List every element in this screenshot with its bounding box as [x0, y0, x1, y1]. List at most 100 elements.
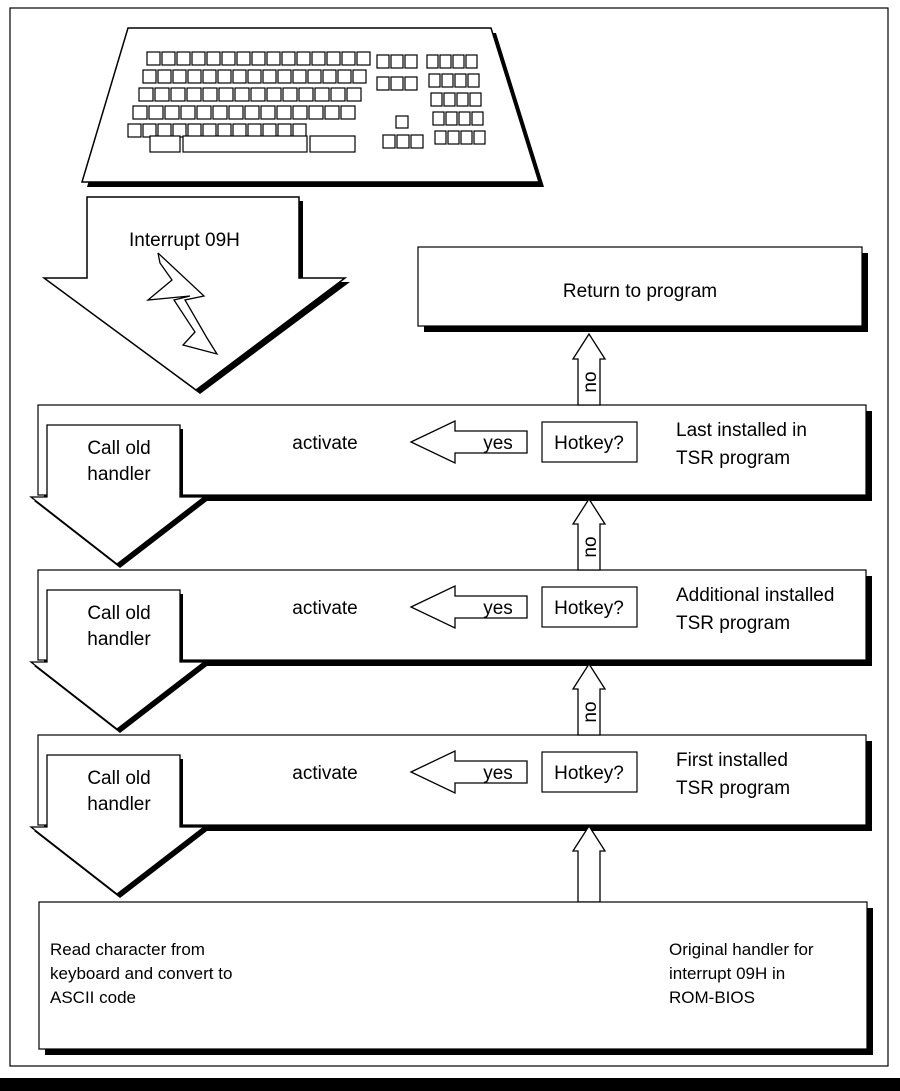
tsr-description-line-1: Last installed in	[676, 420, 807, 441]
keyboard-key	[277, 69, 292, 84]
keyboard-key	[445, 111, 458, 126]
activate-label: activate	[292, 598, 357, 619]
no-label: no	[580, 536, 601, 557]
lightning-bolt-icon	[145, 252, 219, 356]
interrupt-arrow: Interrupt 09H	[41, 196, 350, 394]
keyboard-key	[292, 105, 308, 120]
keyboard-key	[447, 130, 460, 145]
keyboard-key	[244, 105, 260, 120]
keyboard-key	[308, 105, 324, 120]
keyboard-key	[148, 105, 164, 120]
keyboard-key	[458, 111, 471, 126]
keyboard-key	[382, 134, 396, 149]
yes-label: yes	[483, 433, 513, 454]
keyboard-key	[356, 51, 371, 66]
keyboard-key	[292, 123, 307, 138]
hotkey-label: Hotkey?	[554, 763, 624, 784]
keyboard-key	[161, 51, 176, 66]
keyboard-key	[262, 69, 277, 84]
keyboard-key	[460, 130, 473, 145]
keyboard-key	[337, 69, 352, 84]
keyboard-key	[430, 92, 443, 107]
call-old-handler-line-2: handler	[87, 464, 151, 485]
keyboard-key	[146, 51, 161, 66]
keyboard-key	[251, 51, 266, 66]
keyboard-key	[473, 130, 486, 145]
keyboard-key	[439, 54, 452, 69]
keyboard-key	[247, 123, 262, 138]
keyboard-key	[410, 134, 424, 149]
keyboard-key	[247, 69, 262, 84]
keyboard-key	[469, 92, 482, 107]
keyboard-key	[234, 87, 250, 102]
keyboard-key	[376, 76, 390, 91]
keyboard-key	[330, 87, 346, 102]
no-arrow-2: no	[571, 497, 607, 571]
keyboard-key	[346, 87, 362, 102]
keyboard-key	[217, 69, 232, 84]
hotkey-box	[541, 421, 638, 463]
keyboard-key	[164, 105, 180, 120]
keyboard-illustration	[80, 27, 544, 187]
return-to-program-label: Return to program	[563, 281, 717, 302]
no-arrow-1: no	[571, 332, 607, 406]
keyboard-key	[187, 69, 202, 84]
keyboard-key	[467, 73, 480, 88]
keyboard-key	[471, 111, 484, 126]
yes-arrow	[409, 584, 528, 630]
keyboard-key	[212, 105, 228, 120]
keyboard-key	[202, 69, 217, 84]
bios-right-line-3: ROM-BIOS	[669, 988, 755, 1007]
hotkey-box	[541, 751, 638, 793]
tsr-description-line-2: TSR program	[676, 778, 790, 799]
keyboard-key	[324, 105, 340, 120]
keyboard-key	[149, 135, 181, 153]
keyboard-key	[426, 54, 439, 69]
keyboard-key	[352, 69, 367, 84]
keyboard-key	[456, 92, 469, 107]
keyboard-keys	[127, 51, 486, 153]
keyboard-key	[276, 105, 292, 120]
keyboard-key	[221, 51, 236, 66]
bios-left-line-3: ASCII code	[50, 988, 136, 1007]
keyboard-key	[266, 87, 282, 102]
tsr-description-line-2: TSR program	[676, 448, 790, 469]
keyboard-key	[180, 105, 196, 120]
interrupt-label: Interrupt 09H	[129, 230, 240, 251]
activate-label: activate	[292, 433, 357, 454]
keyboard-key	[157, 69, 172, 84]
bios-right-line-1: Original handler for	[669, 940, 814, 959]
keyboard-key	[142, 123, 157, 138]
keyboard-key	[157, 123, 172, 138]
keyboard-key	[311, 51, 326, 66]
keyboard-key	[434, 130, 447, 145]
keyboard-key	[266, 51, 281, 66]
keyboard-spacebar	[182, 135, 308, 153]
keyboard-key	[326, 51, 341, 66]
keyboard-key	[127, 123, 142, 138]
yes-arrow	[409, 419, 528, 465]
keyboard-key	[228, 105, 244, 120]
no-arrow-shape	[571, 662, 607, 736]
keyboard-key	[277, 123, 292, 138]
keyboard-key	[428, 73, 441, 88]
keyboard-key	[341, 51, 356, 66]
bottom-shadow-bar	[0, 1078, 900, 1091]
keyboard-key	[340, 105, 356, 120]
keyboard-key	[132, 105, 148, 120]
bios-handler-box	[38, 901, 868, 1050]
yes-label: yes	[483, 598, 513, 619]
keyboard-key	[218, 87, 234, 102]
keyboard-key	[292, 69, 307, 84]
tsr-description-line-1: First installed	[676, 750, 788, 771]
call-old-handler-line-1: Call old	[87, 603, 150, 624]
call-old-handler-arrow	[29, 424, 206, 565]
bios-left-line-1: Read character from	[50, 940, 205, 959]
bios-left-line-2: keyboard and convert to	[50, 964, 232, 983]
hotkey-label: Hotkey?	[554, 598, 624, 619]
call-old-handler-line-2: handler	[87, 629, 151, 650]
keyboard-key	[154, 87, 170, 102]
no-arrow-shape	[571, 497, 607, 571]
